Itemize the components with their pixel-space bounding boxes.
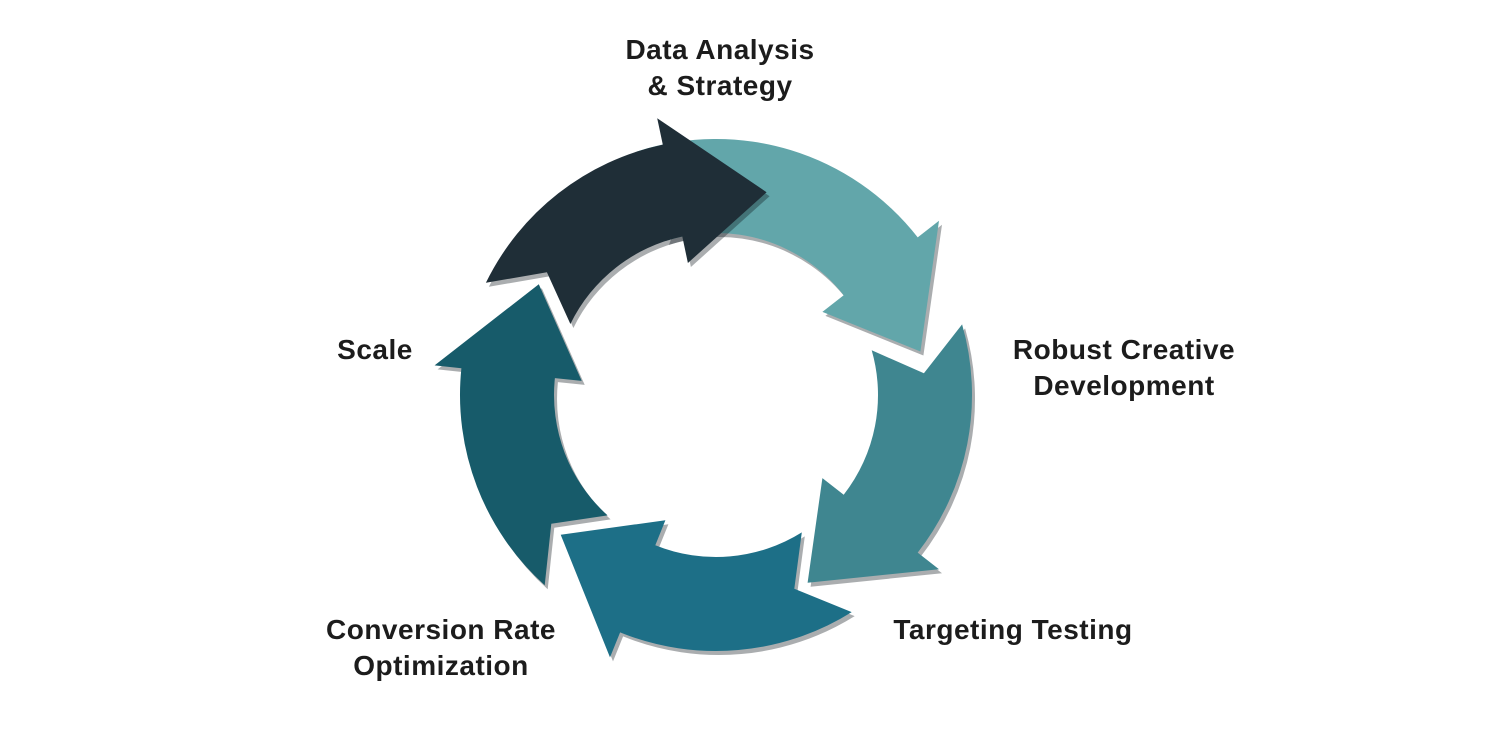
label-line: Scale	[337, 334, 413, 365]
label-line: Development	[1033, 370, 1215, 401]
label-line: Optimization	[353, 650, 529, 681]
cycle-arrows	[434, 118, 976, 662]
label-line: & Strategy	[647, 70, 793, 101]
cycle-arrow-targeting	[560, 520, 852, 658]
cycle-arrow-creative	[807, 324, 973, 583]
label-scale: Scale	[300, 332, 450, 368]
label-data-analysis-strategy: Data Analysis & Strategy	[560, 32, 880, 104]
label-line: Targeting Testing	[893, 614, 1133, 645]
cycle-arrow-scale	[485, 118, 767, 324]
label-line: Robust Creative	[1012, 334, 1236, 365]
label-targeting-testing: Targeting Testing	[872, 612, 1154, 648]
cycle-arrow-cro	[434, 284, 608, 586]
label-line: Data Analysis	[625, 34, 815, 65]
label-conversion-rate-optimization: Conversion Rate Optimization	[300, 612, 582, 684]
label-robust-creative-development: Robust Creative Development	[990, 332, 1258, 404]
label-line: Conversion Rate	[326, 614, 556, 645]
